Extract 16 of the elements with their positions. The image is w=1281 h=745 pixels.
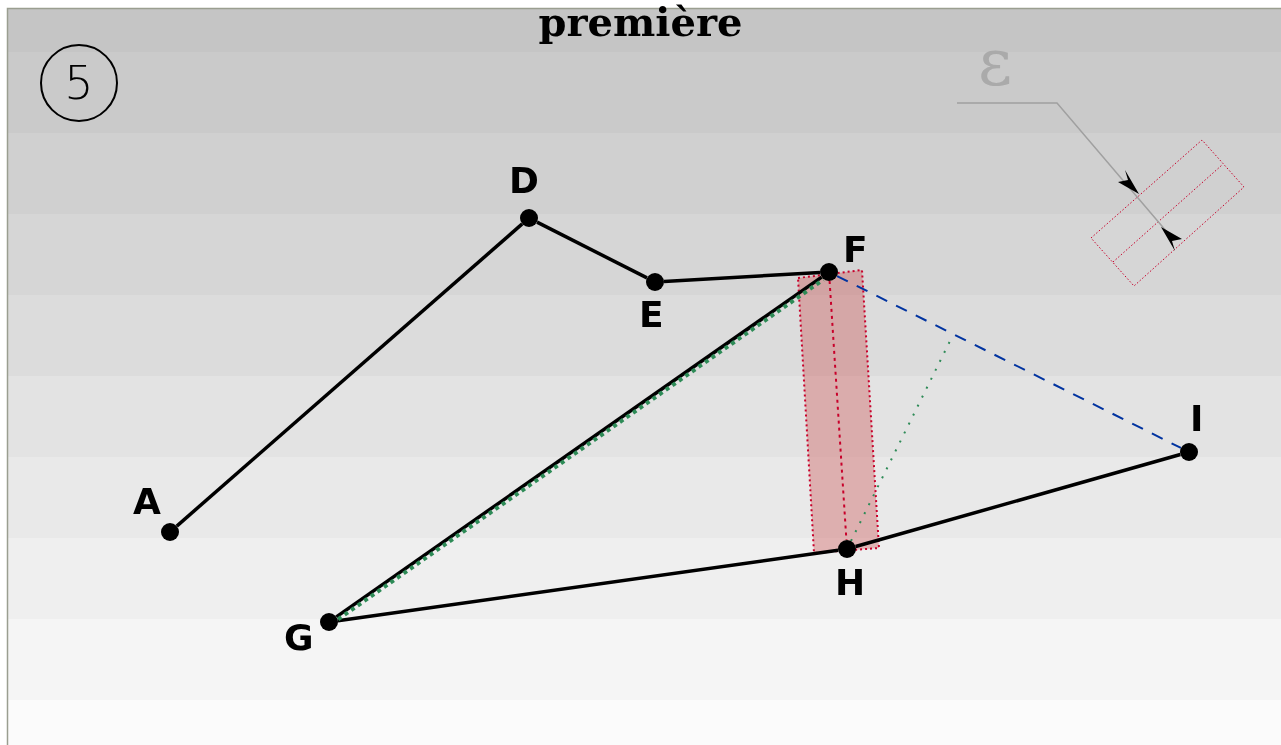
point-label: H (835, 565, 866, 601)
line-segment (536, 220, 648, 280)
circled-number: 5 (40, 44, 118, 122)
point-label: D (509, 163, 539, 199)
line-segment (663, 270, 821, 284)
point-label: E (639, 297, 664, 333)
title: première (537, 2, 744, 42)
line-segment (855, 452, 1181, 549)
dashed-line (836, 275, 1182, 449)
point-label: G (284, 620, 314, 656)
point-label: I (1190, 401, 1204, 437)
line-segment (175, 222, 524, 528)
point-label: F (843, 232, 868, 268)
dashed-line (828, 280, 848, 541)
point-label: A (133, 484, 161, 520)
line-segment (337, 548, 839, 623)
